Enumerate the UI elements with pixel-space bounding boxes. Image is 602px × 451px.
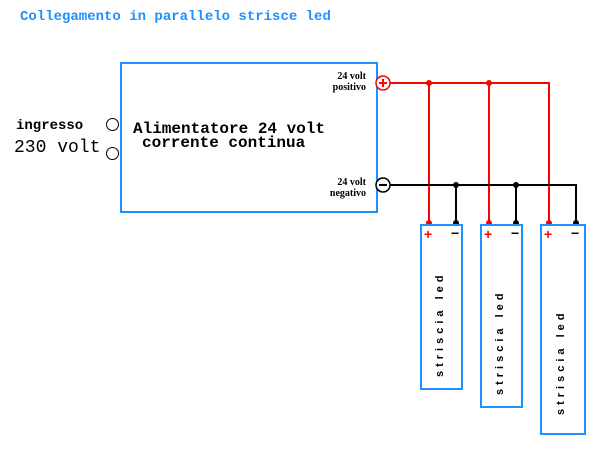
strip-1-label: striscia led [434, 271, 446, 377]
strip-2-minus: − [511, 225, 520, 241]
positive-wire [390, 82, 550, 222]
strip-3-label: striscia led [555, 309, 567, 415]
strip-2-label: striscia led [494, 289, 506, 395]
power-supply-sublabel: corrente continua [142, 134, 306, 152]
negative-output-label: 24 volt negativo [300, 177, 366, 199]
junction-dot [486, 80, 492, 86]
positive-text: positivo [332, 82, 366, 93]
negative-terminal-icon [375, 177, 391, 193]
positive-terminal-icon [375, 75, 391, 91]
junction-dot [426, 80, 432, 86]
junction-dot [513, 182, 519, 188]
led-strip-2 [480, 224, 523, 408]
strip-3-minus: − [571, 225, 580, 241]
input-label: ingresso [16, 118, 84, 134]
junction-dot [453, 182, 459, 188]
negative-voltage-text: 24 volt [337, 177, 366, 188]
diagram-title: Collegamento in parallelo strisce led [20, 9, 331, 25]
strip-1-plus: + [424, 226, 433, 242]
positive-voltage-text: 24 volt [337, 71, 366, 82]
strip-1-minus: − [451, 225, 460, 241]
strip-2-plus: + [484, 226, 493, 242]
input-terminal-1 [106, 118, 119, 131]
power-supply-label: Alimentatore 24 volt [133, 120, 326, 138]
negative-text: negativo [329, 188, 366, 199]
positive-output-label: 24 volt positivo [300, 71, 366, 93]
input-terminal-2 [106, 147, 119, 160]
negative-wire [390, 184, 577, 222]
strip-3-plus: + [544, 226, 553, 242]
input-voltage-label: 230 volt [14, 138, 101, 158]
led-strip-3 [540, 224, 586, 435]
power-supply-box [120, 62, 378, 213]
led-strip-1 [420, 224, 463, 390]
